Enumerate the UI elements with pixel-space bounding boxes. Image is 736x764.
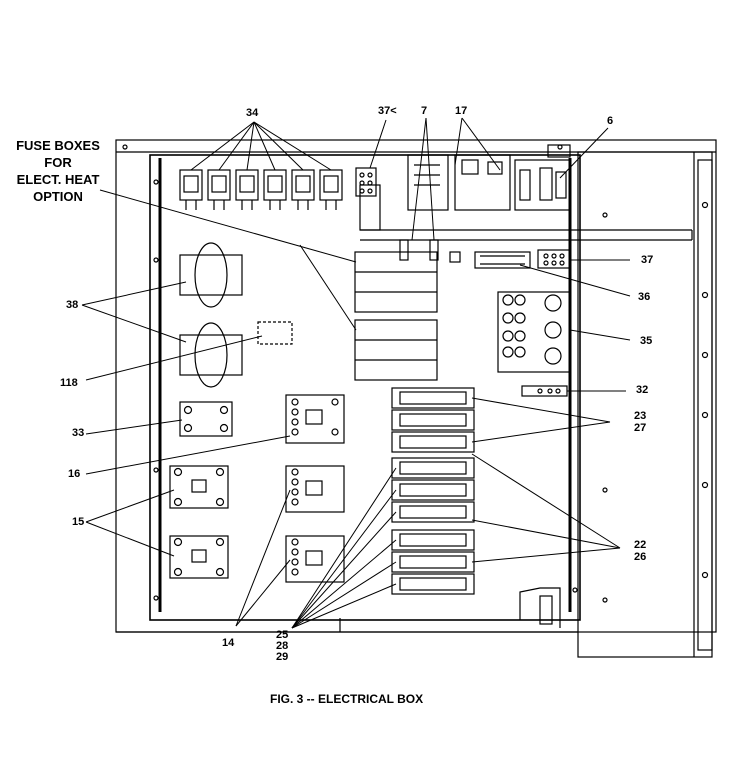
callout-7: 7 <box>421 105 428 117</box>
callout-36: 36 <box>638 291 651 303</box>
callout-37: 37 <box>641 254 654 266</box>
callout-16: 16 <box>68 468 81 480</box>
leader-lines <box>81 117 631 629</box>
connector-36 <box>474 251 531 269</box>
relay-block-35 <box>497 291 571 373</box>
fuse-note-line-2: FOR <box>44 155 72 170</box>
callout-38: 38 <box>66 299 79 311</box>
contactors-14 <box>285 465 345 583</box>
callout-26: 26 <box>634 551 647 563</box>
fuse-note-line-3: ELECT. HEAT <box>16 172 100 187</box>
relay-33 <box>179 401 233 437</box>
relays-15 <box>169 465 229 579</box>
fuse-boxes <box>354 251 461 381</box>
fuse-note-line-4: OPTION <box>33 189 83 204</box>
terminal-37 <box>537 249 571 269</box>
callout-22: 22 <box>634 539 647 551</box>
contactor-16 <box>285 394 345 444</box>
callout-27: 27 <box>634 422 647 434</box>
callout-32: 32 <box>636 384 649 396</box>
fuse-holders-23-27 <box>391 387 475 453</box>
callout-35: 35 <box>640 335 653 347</box>
fuse-note-line-1: FUSE BOXES <box>16 138 100 153</box>
callout-15: 15 <box>72 516 85 528</box>
callout-6: 6 <box>607 115 614 127</box>
callout-118: 118 <box>60 377 78 389</box>
callout-28: 28 <box>276 640 289 652</box>
callout-23: 23 <box>634 410 647 422</box>
component-118 <box>257 321 293 345</box>
callout-37-top: 37< <box>378 105 397 117</box>
callout-34: 34 <box>246 107 259 119</box>
fuse-boxes-note: FUSE BOXES FOR ELECT. HEAT OPTION <box>6 137 110 205</box>
bottom-bracket <box>519 587 561 628</box>
fuse-holders-22-26 <box>391 457 475 595</box>
callout-17: 17 <box>455 105 468 117</box>
terminal-32 <box>521 385 568 397</box>
wire-rail <box>359 184 693 241</box>
callout-33: 33 <box>72 427 85 439</box>
terminal-37-top <box>355 167 377 197</box>
transformers-38 <box>179 242 243 388</box>
components-34 <box>179 169 343 210</box>
figure-title: FIG. 3 -- ELECTRICAL BOX <box>270 692 424 706</box>
control-boards <box>399 144 571 261</box>
cabinet-outline <box>115 139 717 658</box>
callout-25: 25 <box>276 629 289 641</box>
callout-14: 14 <box>222 637 235 649</box>
callout-29: 29 <box>276 651 289 663</box>
